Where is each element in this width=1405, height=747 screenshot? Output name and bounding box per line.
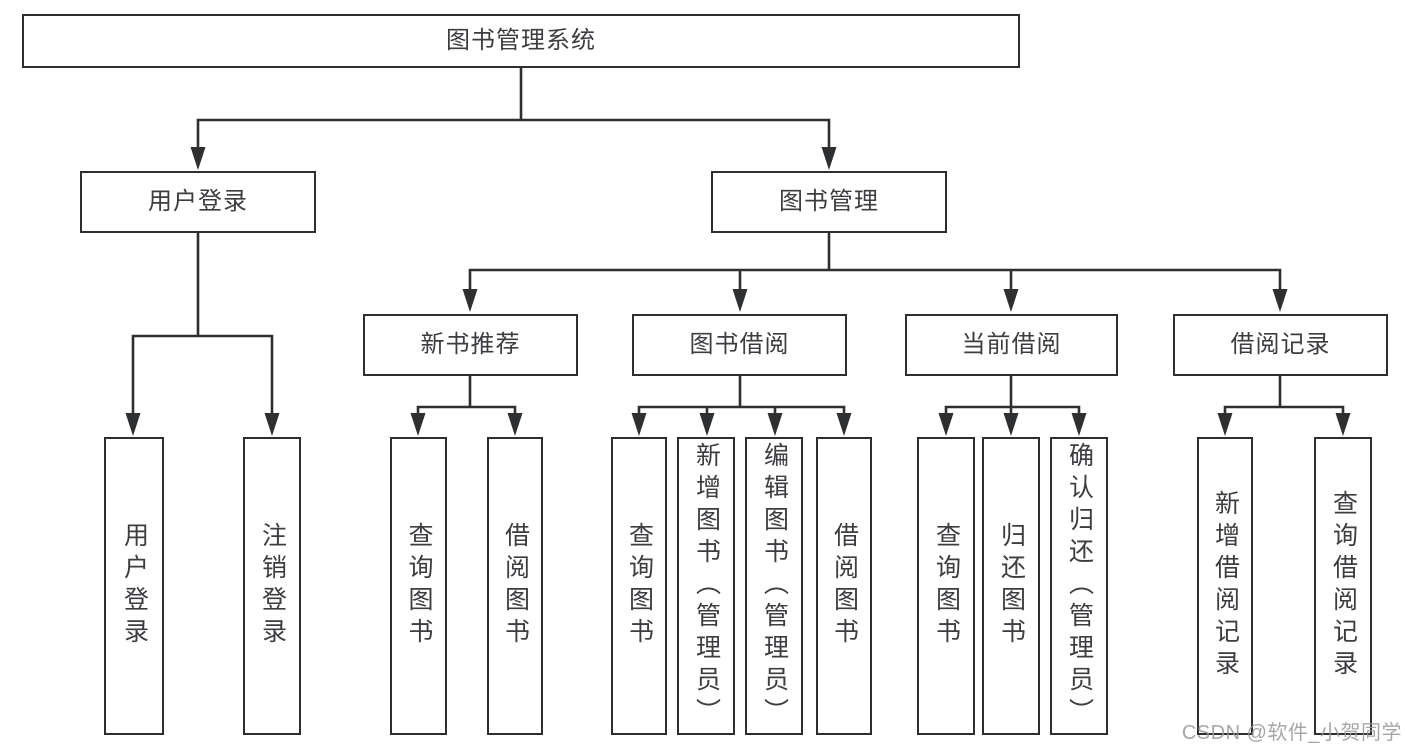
node-library-system: 图书管理系统: [22, 14, 1020, 68]
node-current-borrowing-label: 当前借阅: [961, 331, 1062, 358]
node-book-borrowing-label: 图书借阅: [689, 331, 790, 358]
leaf-borrow-books-recommend-label: 借阅图书: [501, 522, 530, 650]
connector-root-to-level2: [190, 68, 837, 170]
leaf-add-borrow-record: 新增借阅记录: [1197, 437, 1253, 735]
leaf-logout: 注销登录: [243, 437, 301, 735]
node-current-borrowing: 当前借阅: [905, 314, 1118, 376]
leaf-add-book-admin-label: 新增图书（管理员）: [692, 442, 721, 730]
connector-newbookrec-to-leaves: [410, 376, 523, 436]
csdn-watermark: CSDN @软件_小贺同学: [1181, 722, 1402, 744]
node-library-system-label: 图书管理系统: [446, 27, 596, 54]
connector-borrowrecords-to-leaves: [1217, 376, 1351, 436]
connector-bookborrow-to-leaves: [631, 376, 852, 436]
connector-userlogin-to-leaves: [125, 233, 280, 436]
leaf-add-book-admin: 新增图书（管理员）: [677, 437, 735, 735]
leaf-query-books-borrow: 查询图书: [611, 437, 667, 735]
node-borrowing-records: 借阅记录: [1173, 314, 1388, 376]
leaf-return-book: 归还图书: [982, 437, 1040, 735]
leaf-borrow-books: 借阅图书: [816, 437, 872, 735]
node-new-book-recommend: 新书推荐: [363, 314, 578, 376]
leaf-user-login-label: 用户登录: [120, 522, 149, 650]
leaf-add-borrow-record-label: 新增借阅记录: [1211, 490, 1240, 682]
leaf-query-books-recommend-label: 查询图书: [405, 522, 433, 650]
leaf-user-login: 用户登录: [104, 437, 164, 735]
node-book-borrowing: 图书借阅: [632, 314, 847, 376]
leaf-confirm-return-admin: 确认归还（管理员）: [1050, 437, 1108, 735]
connector-currentborrow-to-leaves: [938, 376, 1087, 436]
leaf-edit-book-admin-label: 编辑图书（管理员）: [760, 442, 789, 730]
node-book-management: 图书管理: [711, 171, 947, 233]
node-book-management-label: 图书管理: [779, 188, 879, 215]
leaf-logout-label: 注销登录: [258, 522, 287, 650]
leaf-borrow-books-label: 借阅图书: [830, 522, 859, 650]
leaf-edit-book-admin: 编辑图书（管理员）: [745, 437, 803, 735]
node-user-login-label: 用户登录: [148, 188, 248, 215]
node-user-login: 用户登录: [80, 171, 316, 233]
connector-bookmgmt-to-level3: [462, 233, 1288, 312]
leaf-query-books-current: 查询图书: [917, 437, 975, 735]
leaf-query-borrow-record: 查询借阅记录: [1314, 437, 1372, 735]
leaf-query-books-recommend: 查询图书: [390, 437, 447, 735]
leaf-query-books-borrow-label: 查询图书: [625, 522, 654, 650]
leaf-query-books-current-label: 查询图书: [932, 522, 961, 650]
leaf-confirm-return-admin-label: 确认归还（管理员）: [1065, 442, 1094, 730]
leaf-return-book-label: 归还图书: [997, 522, 1026, 650]
node-new-book-recommend-label: 新书推荐: [420, 331, 521, 358]
node-borrowing-records-label: 借阅记录: [1230, 331, 1331, 358]
leaf-borrow-books-recommend: 借阅图书: [487, 437, 543, 735]
leaf-query-borrow-record-label: 查询借阅记录: [1329, 490, 1358, 682]
